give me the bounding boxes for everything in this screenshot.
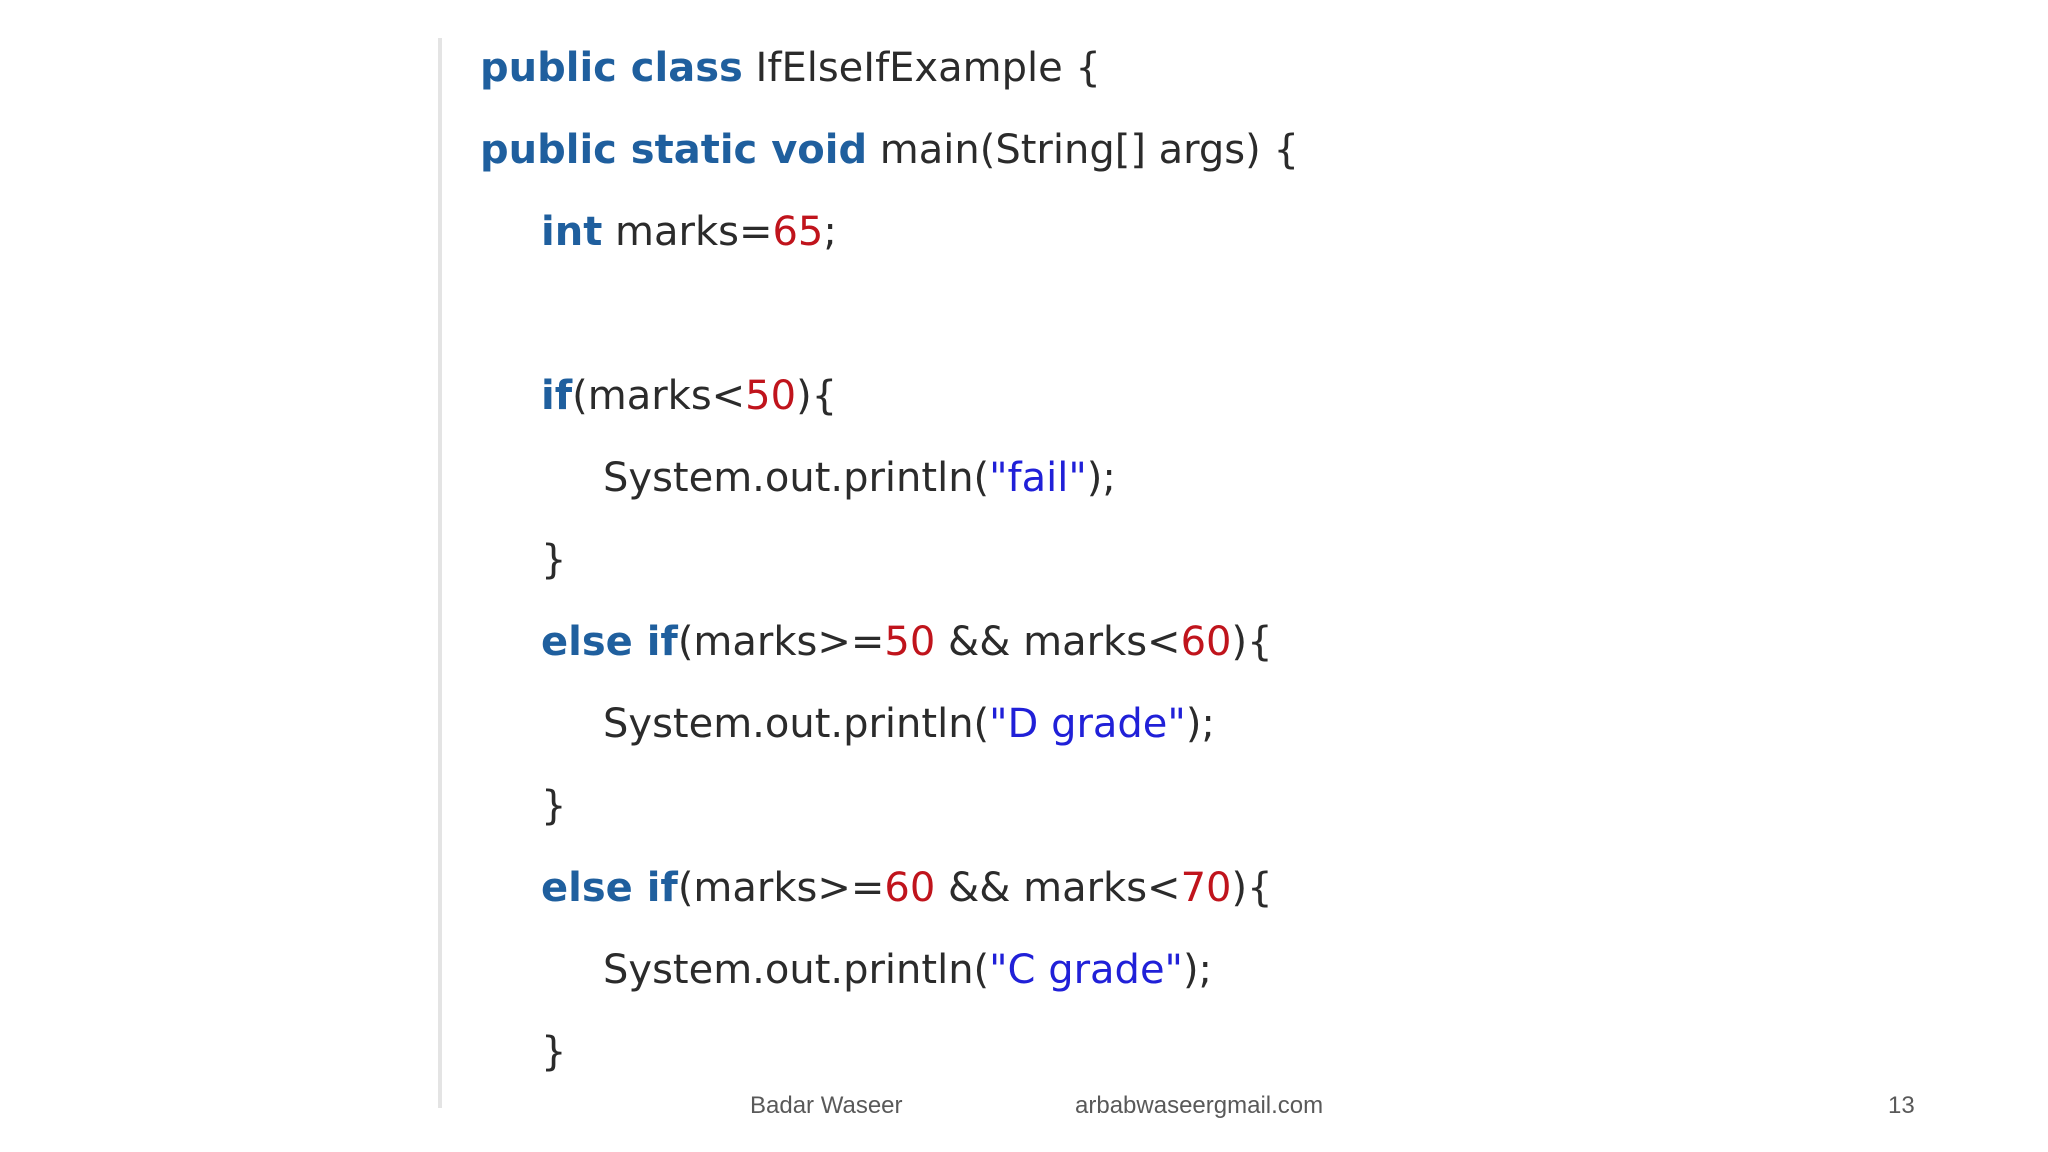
code-text: ){ xyxy=(1231,619,1273,665)
code-keyword: else if xyxy=(541,619,678,665)
code-line-6: System.out.println("fail"); xyxy=(603,448,1116,508)
code-text: System.out.println( xyxy=(603,455,990,501)
code-string: "fail" xyxy=(989,455,1087,501)
code-text: } xyxy=(541,783,567,829)
code-number: 50 xyxy=(884,619,936,665)
footer-page-number: 13 xyxy=(1888,1092,1915,1119)
code-keyword: public class xyxy=(480,45,743,91)
code-text: && marks< xyxy=(935,865,1181,911)
code-text: ){ xyxy=(796,373,838,419)
code-line-3: int marks=65; xyxy=(541,202,837,262)
code-keyword: if xyxy=(541,373,573,419)
code-text: IfElseIfExample { xyxy=(742,45,1101,91)
code-line-10: } xyxy=(541,776,566,836)
code-text: ); xyxy=(1086,455,1116,501)
code-text: System.out.println( xyxy=(603,701,990,747)
code-number: 60 xyxy=(1180,619,1232,665)
code-number: 70 xyxy=(1180,865,1232,911)
code-line-13: } xyxy=(541,1022,566,1082)
code-text: } xyxy=(541,537,567,583)
code-text: main(String[] args) { xyxy=(867,127,1299,173)
code-text: System.out.println( xyxy=(603,947,990,993)
code-number: 60 xyxy=(884,865,936,911)
code-number: 50 xyxy=(745,373,797,419)
code-keyword: else if xyxy=(541,865,678,911)
code-text: ; xyxy=(823,209,837,255)
code-string: "C grade" xyxy=(989,947,1183,993)
code-text: (marks>= xyxy=(677,619,885,665)
code-text: ); xyxy=(1185,701,1215,747)
footer-author: Badar Waseer xyxy=(750,1092,903,1119)
code-keyword: public static void xyxy=(480,127,868,173)
code-line-5: if(marks<50){ xyxy=(541,366,837,426)
code-text: && marks< xyxy=(935,619,1181,665)
code-line-12: System.out.println("C grade"); xyxy=(603,940,1212,1000)
code-text: } xyxy=(541,1029,567,1075)
footer-email: arbabwaseergmail.com xyxy=(1075,1092,1324,1119)
code-line-11: else if(marks>=60 && marks<70){ xyxy=(541,858,1273,918)
code-text: marks= xyxy=(602,209,773,255)
code-text: (marks>= xyxy=(677,865,885,911)
code-panel: public class IfElseIfExample { public st… xyxy=(438,38,1362,1108)
code-keyword: int xyxy=(541,209,603,255)
code-line-1: public class IfElseIfExample { xyxy=(480,38,1101,98)
code-text: ); xyxy=(1182,947,1213,993)
code-text: ){ xyxy=(1231,865,1273,911)
code-line-9: System.out.println("D grade"); xyxy=(603,694,1215,754)
code-line-2: public static void main(String[] args) { xyxy=(480,120,1299,180)
code-string: "D grade" xyxy=(989,701,1186,747)
code-line-8: else if(marks>=50 && marks<60){ xyxy=(541,612,1273,672)
code-number: 65 xyxy=(772,209,824,255)
code-line-7: } xyxy=(541,530,566,590)
code-text: (marks< xyxy=(572,373,746,419)
